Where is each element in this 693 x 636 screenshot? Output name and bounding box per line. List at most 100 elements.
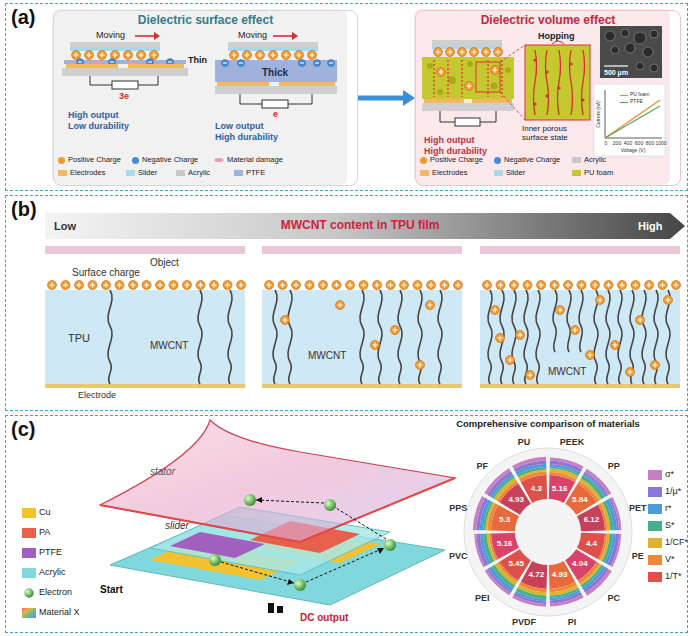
drawing-shape <box>579 290 583 352</box>
drawing-shape <box>277 606 283 613</box>
drawing-shape <box>377 548 384 554</box>
chart-band <box>610 497 621 530</box>
drawing-shape <box>604 65 628 66</box>
legend-swatch <box>648 521 662 531</box>
drawing-shape <box>292 32 298 40</box>
material-name: PEI <box>475 593 490 603</box>
legend-swatch <box>648 538 662 548</box>
annotation: 500 μm <box>604 69 628 77</box>
drawing-shape <box>582 50 585 115</box>
drawing-shape <box>636 62 644 70</box>
drawing-shape <box>75 281 84 290</box>
drawing-shape <box>434 60 502 97</box>
drawing-shape <box>491 306 500 315</box>
drawing-shape <box>634 32 646 44</box>
drawing-shape <box>256 497 262 503</box>
drawing-shape <box>591 281 600 290</box>
drawing-shape <box>228 290 232 384</box>
annotation: High output <box>68 110 118 120</box>
legend-text: r* <box>665 504 672 514</box>
drawing-shape <box>299 60 306 67</box>
material-x-swatch <box>22 608 36 618</box>
drawing-shape <box>537 281 546 290</box>
drawing-shape <box>240 94 262 104</box>
drawing-shape <box>108 290 670 384</box>
legend-text: Material X <box>39 608 80 618</box>
legend-swatch <box>420 157 427 164</box>
annotation: Surface charge <box>72 267 140 279</box>
legend-item: Acrylic <box>572 156 606 164</box>
drawing-shape <box>196 281 205 290</box>
drawing-shape <box>605 31 615 41</box>
panel-c-art <box>100 420 455 613</box>
chart-band <box>485 569 511 595</box>
annotation: Low <box>54 220 76 233</box>
drawing-shape <box>198 290 202 384</box>
drawing-shape <box>209 554 221 566</box>
drawing-shape <box>605 100 660 138</box>
legend-text: PTFE <box>39 548 62 558</box>
drawing-shape <box>62 68 188 76</box>
drawing-shape <box>440 111 455 122</box>
annotation: TPU <box>68 332 90 345</box>
chart-band <box>584 472 609 497</box>
legend-swatch <box>22 528 36 538</box>
legend-item: Material X <box>22 608 80 618</box>
legend-item: Cu <box>22 508 51 518</box>
value-label: 4.3 <box>531 484 542 493</box>
drawing-shape <box>115 281 124 290</box>
drawing-shape <box>154 32 160 40</box>
panel-letter: (b) <box>11 198 37 221</box>
drawing-shape <box>446 48 455 57</box>
drawing-shape <box>221 500 386 583</box>
legend-symbol <box>22 608 36 618</box>
legend-text: 1/T* <box>665 572 682 582</box>
material-name: PF <box>476 461 488 471</box>
drawing-shape <box>651 361 660 370</box>
legend-swatch <box>648 504 662 514</box>
drawing-shape <box>672 281 681 290</box>
box-title: Dielectric surface effect <box>54 14 357 28</box>
drawing-shape <box>605 106 660 138</box>
legend-text: 1/CF* <box>665 538 688 548</box>
legend-item: Acrylic <box>22 568 66 578</box>
drawing-shape <box>128 64 184 68</box>
drawing-shape <box>594 84 665 156</box>
drawing-shape <box>414 9 670 185</box>
drawing-shape <box>328 60 335 67</box>
annotation: Object <box>150 257 179 269</box>
drawing-shape <box>467 61 473 67</box>
chart-band <box>487 471 512 496</box>
annotation: MWCNT content in TPU film <box>281 219 440 233</box>
legend-swatch <box>58 170 67 176</box>
drawing-shape <box>625 43 635 53</box>
annotation: 3e <box>119 91 129 101</box>
legend-item: r* <box>648 504 672 514</box>
chart-band <box>550 457 584 469</box>
drawing-shape <box>642 290 646 384</box>
drawing-shape <box>269 51 278 60</box>
drawing-shape <box>129 281 138 290</box>
drawing-shape <box>135 35 154 37</box>
annotation: Electrode <box>78 390 116 400</box>
drawing-shape <box>308 51 317 60</box>
drawing-shape <box>620 95 628 96</box>
drawing-shape <box>294 579 306 591</box>
chart-band <box>487 568 512 593</box>
drawing-shape <box>482 48 491 57</box>
legend-swatch <box>648 470 662 480</box>
drawing-shape <box>654 290 658 384</box>
drawing-shape <box>288 94 312 104</box>
axis-tick: 200 <box>613 141 621 147</box>
drawing-shape <box>346 281 355 290</box>
drawing-shape <box>506 356 515 365</box>
electron-symbol <box>24 588 33 597</box>
drawing-shape <box>458 48 467 57</box>
drawing-shape <box>90 76 112 85</box>
annotation: Low output <box>215 121 263 131</box>
drawing-shape <box>378 290 382 384</box>
drawing-shape <box>72 51 81 60</box>
legend-text: Slider <box>506 169 525 177</box>
drawing-shape <box>336 508 386 539</box>
drawing-shape <box>427 281 436 290</box>
